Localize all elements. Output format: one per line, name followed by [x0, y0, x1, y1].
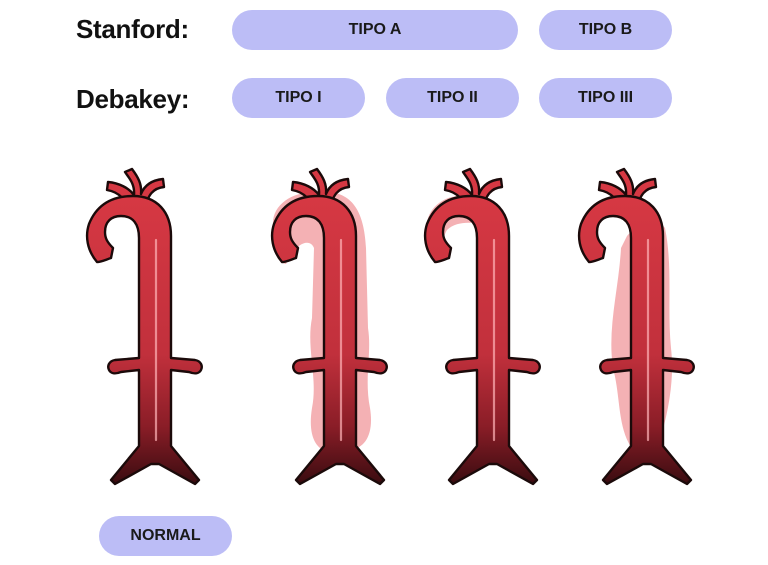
debakey-type-ii-badge: TIPO II	[386, 78, 519, 118]
debakey-type-i-badge: TIPO I	[232, 78, 365, 118]
stanford-type-a-badge: TIPO A	[232, 10, 518, 50]
stanford-label: Stanford:	[76, 14, 189, 44]
stanford-type-b-badge: TIPO B	[539, 10, 672, 50]
tipo-iii-aorta	[577, 167, 695, 486]
debakey-label: Debakey:	[76, 84, 190, 114]
debakey-type-iii-badge: TIPO III	[539, 78, 672, 118]
tipo-i-aorta	[270, 167, 388, 486]
normal-aorta	[85, 167, 203, 486]
normal-badge: NORMAL	[99, 516, 232, 556]
tipo-ii-aorta	[423, 167, 541, 486]
